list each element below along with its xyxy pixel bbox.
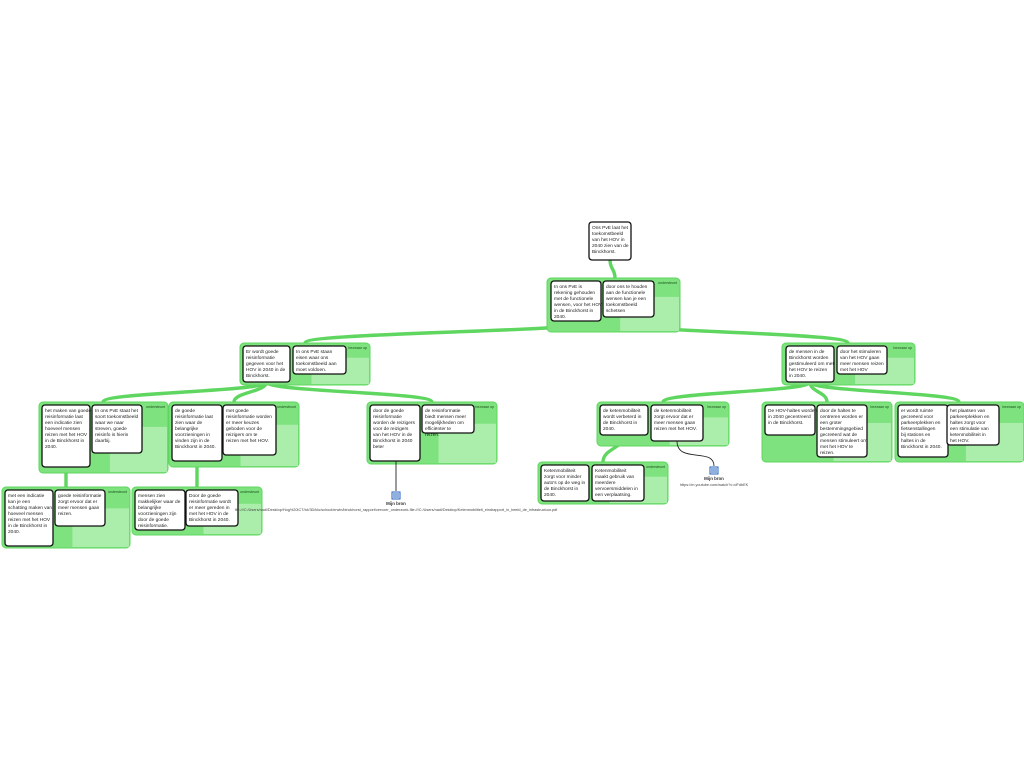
node-box	[836, 345, 888, 375]
argument-type-label[interactable]: bezwaar op	[348, 346, 367, 350]
node-box	[242, 345, 291, 383]
node-box	[369, 404, 421, 462]
argument-type-label[interactable]: ondersteunt	[146, 405, 165, 409]
node-box	[764, 404, 816, 436]
source-url[interactable]: https://m.youtube.com/watch?v=dFdbEK	[680, 483, 749, 487]
argument-type-label[interactable]: ondersteunt	[658, 281, 677, 285]
source-title: Mijn bron	[386, 501, 406, 506]
node-box	[54, 489, 106, 527]
node-box	[421, 404, 475, 434]
node-box	[540, 464, 590, 502]
connector-line	[608, 258, 617, 280]
node-box	[550, 280, 602, 322]
node-box	[91, 404, 143, 454]
source-title: Mijn bron	[704, 476, 724, 481]
node-box	[591, 464, 645, 502]
argument-type-label[interactable]: ondersteunt	[108, 490, 127, 494]
node-box	[185, 489, 239, 527]
argument-type-label[interactable]: bezwaar op	[707, 405, 726, 409]
source-link-line	[676, 440, 715, 467]
node-box	[222, 404, 277, 456]
argument-type-label[interactable]: bezwaar op	[475, 405, 494, 409]
node-box	[41, 404, 91, 468]
node-box	[599, 404, 649, 436]
node-box	[134, 489, 186, 531]
argument-type-label[interactable]: ondersteunt	[277, 405, 296, 409]
argument-type-label[interactable]: bezwaar op	[893, 346, 912, 350]
argument-type-label[interactable]: ondersteunt	[240, 490, 259, 494]
argument-type-label[interactable]: bezwaar op	[1002, 405, 1021, 409]
node-box	[816, 404, 868, 458]
node-box	[602, 280, 655, 318]
argument-type-label[interactable]: bezwaar op	[870, 405, 889, 409]
source-reference[interactable]: Mijn bron https://m.youtube.com/watch?v=d…	[680, 466, 749, 487]
node-box	[588, 221, 632, 261]
source-references: Mijn bron file:///C:/Users/nadi/Desktop/H…	[235, 440, 749, 512]
node-box	[785, 345, 835, 383]
source-url[interactable]: file:///C:/Users/nadi/Desktop/Hog%20ICT/…	[235, 508, 558, 512]
node-box	[171, 404, 223, 462]
node-box	[946, 404, 1000, 446]
node-box	[292, 345, 347, 375]
node-box	[4, 489, 54, 547]
source-reference[interactable]: Mijn bron file:///C:/Users/nadi/Desktop/H…	[235, 491, 558, 512]
argument-type-label[interactable]: ondersteunt	[646, 465, 665, 469]
